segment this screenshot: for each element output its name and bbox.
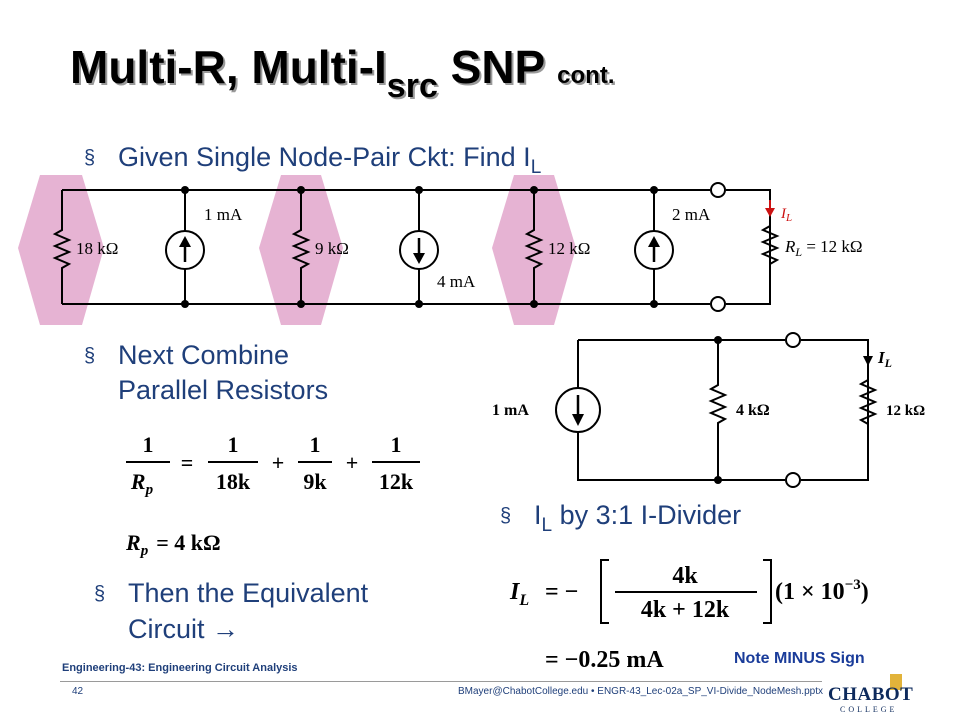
terminal-bottom [710, 296, 726, 312]
current-source-2ma [634, 230, 674, 270]
slide-title: Multi-R, Multi-Isrc SNP cont. [70, 40, 615, 106]
terminal-top-2 [785, 332, 801, 348]
eq-lhs-den: Rp [130, 469, 154, 498]
label-9k: 9 kΩ [315, 239, 349, 258]
label-il-1: IL [780, 206, 792, 224]
resistor-rl [760, 190, 780, 304]
resistor-12k [524, 190, 544, 304]
footer-page-number: 42 [72, 686, 84, 697]
label-rl: RL = 12 kΩ [784, 237, 863, 259]
title-rest: SNP [437, 41, 558, 93]
footer-course: Engineering-43: Engineering Circuit Anal… [62, 662, 298, 674]
footer-email: BMayer@ChabotCollege.edu [458, 686, 589, 697]
footer-divider [60, 681, 822, 682]
title-cont: cont. [557, 62, 615, 89]
eq-rp-result: Rp= 4 kΩ [125, 530, 221, 559]
resistor-rl-2 [858, 379, 878, 425]
label-src-1ma: 1 mA [492, 402, 529, 419]
svg-text:+: + [272, 450, 285, 475]
circuit-1-diagram: 18 kΩ 1 mA 9 kΩ 4 mA 12 kΩ 2 mA RL = 12 … [18, 175, 863, 325]
eq-il-factor: (1 × 10−3) [775, 577, 869, 605]
given-subscript: L [530, 157, 542, 178]
label-rl-12k: 12 kΩ [886, 403, 925, 419]
current-arrow-il-2 [863, 356, 873, 366]
bullet-marker: § [84, 345, 96, 367]
bullet-marker: § [500, 505, 512, 527]
chabot-logo: CHABOT COLLEGE [826, 674, 914, 714]
svg-text:1: 1 [143, 432, 154, 457]
svg-text:=: = [181, 450, 194, 475]
bullet-combine-line2: Parallel Resistors [118, 375, 329, 405]
logo-text: CHABOT [828, 684, 914, 705]
label-2ma: 2 mA [672, 205, 711, 224]
svg-text:= −: = − [545, 579, 578, 605]
label-1ma: 1 mA [204, 205, 243, 224]
svg-text:1: 1 [391, 432, 402, 457]
svg-text:1: 1 [228, 432, 239, 457]
logo-tower-icon [890, 674, 902, 690]
current-arrow-il [765, 200, 775, 217]
label-rp: 4 kΩ [736, 402, 770, 419]
bullet-marker: § [94, 583, 106, 605]
eq-il-result: = −0.25 mA [545, 647, 664, 673]
bullet-marker: § [84, 147, 96, 169]
bullet-equivalent-line1: Then the Equivalent [128, 578, 369, 608]
footer-filename: • ENGR-43_Lec-02a_SP_VI-Divide_NodeMesh.… [588, 686, 823, 697]
svg-text:4k + 12k: 4k + 12k [641, 597, 730, 623]
given-text: Given Single Node-Pair Ckt: Find I [118, 142, 531, 172]
terminal-bottom-2 [785, 472, 801, 488]
footer-file: BMayer@ChabotCollege.edu • ENGR-43_Lec-0… [458, 686, 823, 697]
equation-il: IL = − 4k 4k + 12k (1 × 10−3) = −0.25 mA [509, 559, 869, 673]
equation-rp: 1 Rp = 1 18k + 1 9k + 1 12k Rp= 4 kΩ [125, 432, 420, 559]
svg-text:12k: 12k [379, 469, 414, 494]
svg-text:4k: 4k [672, 563, 698, 589]
logo-subtext: COLLEGE [840, 705, 898, 714]
title-subscript: src [386, 67, 438, 105]
label-il-2: IL [877, 348, 892, 370]
svg-text:1: 1 [310, 432, 321, 457]
title-main: Multi-R, Multi-I [70, 41, 387, 93]
bullet-divider-text: IL by 3:1 I-Divider [534, 500, 742, 536]
current-source-1ma [165, 230, 205, 270]
eq-il-lhs: IL [509, 579, 529, 609]
resistor-9k [291, 190, 311, 304]
note-minus-sign: Note MINUS Sign [734, 650, 865, 667]
resistor-rp [708, 340, 728, 480]
current-source-4ma [399, 230, 439, 270]
svg-text:9k: 9k [303, 469, 327, 494]
circuit-2-diagram: 1 mA 4 kΩ 12 kΩ IL [492, 332, 925, 488]
svg-text:18k: 18k [216, 469, 251, 494]
bullet-combine-line1: Next Combine [118, 340, 290, 370]
label-4ma: 4 mA [437, 272, 476, 291]
label-18k: 18 kΩ [76, 239, 118, 258]
label-12k: 12 kΩ [548, 239, 590, 258]
terminal-top [710, 182, 726, 198]
resistor-18k [52, 190, 72, 304]
highlight-18k [18, 175, 104, 325]
svg-text:+: + [346, 450, 359, 475]
bullet-equivalent-line2: Circuit → [128, 614, 240, 644]
bullet-given-text: Given Single Node-Pair Ckt: Find IL [118, 140, 541, 185]
